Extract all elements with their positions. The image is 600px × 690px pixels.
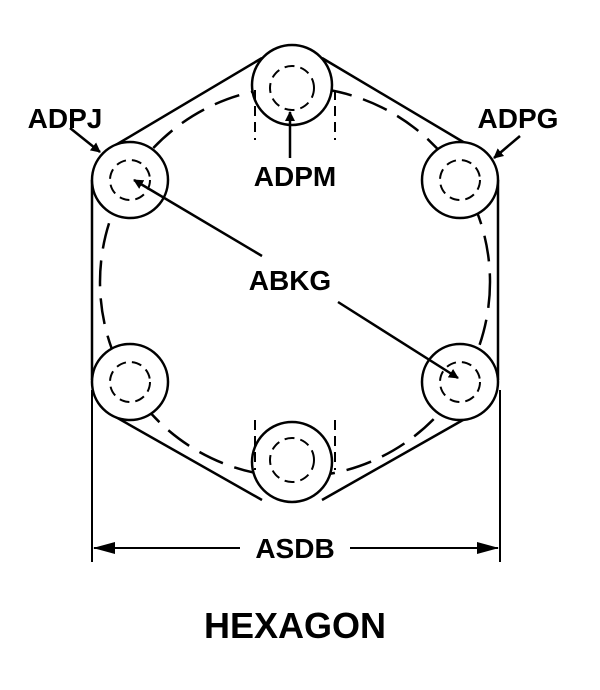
label-adpg: ADPG: [478, 103, 559, 134]
leaders: [69, 111, 521, 380]
hidden-holes: [109, 65, 481, 483]
width-dimension: [91, 390, 501, 562]
diagram-title: HEXAGON: [204, 605, 386, 646]
hexagon-outline: [90, 56, 500, 502]
label-asdb: ASDB: [255, 533, 334, 564]
label-adpm: ADPM: [254, 161, 336, 192]
label-abkg: ABKG: [249, 265, 331, 296]
corner-holes: [90, 43, 500, 504]
label-adpj: ADPJ: [28, 103, 103, 134]
